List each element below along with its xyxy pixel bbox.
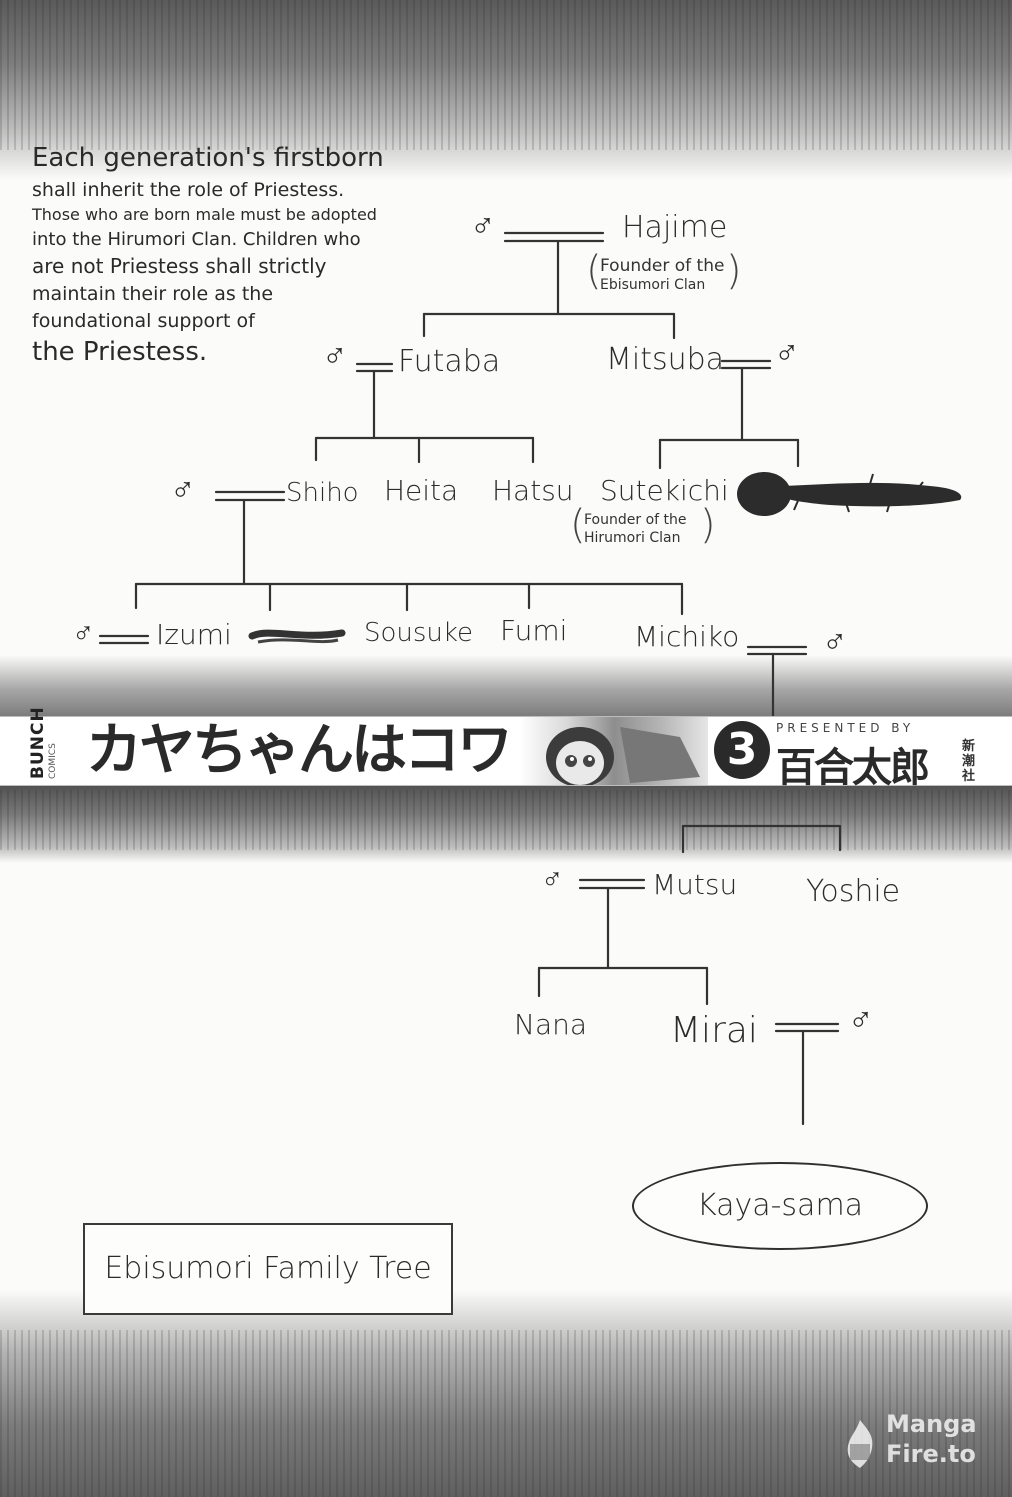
watermark-line-2: Fire.to bbox=[886, 1440, 976, 1468]
top-streaks bbox=[0, 0, 1012, 150]
name-kaya-sama: Kaya-sama bbox=[696, 1188, 864, 1223]
bunch-label: BUNCH bbox=[28, 706, 48, 779]
paren-close-sutekichi: ) bbox=[700, 502, 716, 548]
mid-streaks bbox=[0, 790, 1012, 850]
comics-label: COMICS bbox=[48, 743, 58, 779]
name-michiko: Michiko bbox=[634, 620, 740, 653]
name-heita: Heita bbox=[384, 474, 459, 507]
name-sousuke: Sousuke bbox=[364, 618, 474, 648]
name-mirai: Mirai bbox=[670, 1010, 758, 1051]
note-line-4: into the Hirumori Clan. Children who bbox=[32, 228, 361, 250]
note-hajime: Founder of the Ebisumori Clan bbox=[600, 256, 724, 295]
name-futaba: Futaba bbox=[398, 344, 501, 379]
watermark-line-1: Manga bbox=[886, 1410, 977, 1438]
name-mitsuba: Mitsuba bbox=[606, 342, 725, 377]
male-symbol-izumi-spouse: ♂ bbox=[72, 616, 95, 651]
blacked-out-figure bbox=[737, 472, 962, 516]
volume-number: 3 bbox=[714, 721, 770, 779]
note-line-2: shall inherit the role of Priestess. bbox=[32, 178, 345, 201]
kaya-sama-oval: Kaya-sama bbox=[632, 1162, 928, 1250]
redacted-name-scribble bbox=[248, 629, 346, 644]
name-hajime: Hajime bbox=[622, 210, 728, 245]
bottom-streaks bbox=[0, 1330, 1012, 1497]
name-nana: Nana bbox=[514, 1008, 588, 1041]
note-line-6: maintain their role as the bbox=[32, 282, 274, 305]
name-shiho: Shiho bbox=[286, 478, 359, 508]
note-hajime-line-2: Ebisumori Clan bbox=[600, 277, 706, 294]
note-line-1: Each generation's firstborn bbox=[32, 143, 384, 173]
author-name: 百合太郎 bbox=[776, 745, 930, 791]
publisher-name: 新潮社 bbox=[962, 739, 976, 784]
note-sutekichi: Founder of the Hirumori Clan bbox=[584, 512, 687, 547]
rules-note: Each generation's firstborn shall inheri… bbox=[32, 140, 422, 371]
name-fumi: Fumi bbox=[500, 614, 568, 647]
note-hajime-line-1: Founder of the bbox=[600, 256, 725, 276]
note-line-5: are not Priestess shall strictly bbox=[32, 254, 327, 279]
cover-character-icon bbox=[546, 727, 700, 785]
book-spine-banner: BUNCH COMICS カヤちゃんはコワくない 3 PRESENTED BY … bbox=[0, 706, 1012, 791]
male-symbol-mitsuba-spouse: ♂ bbox=[774, 333, 800, 373]
note-line-8: the Priestess. bbox=[32, 337, 208, 368]
male-symbol-mirai-spouse: ♂ bbox=[848, 1000, 874, 1040]
top-texture bbox=[0, 0, 1012, 180]
mangafire-logo-icon bbox=[847, 1420, 873, 1468]
name-yoshie: Yoshie bbox=[806, 874, 901, 909]
note-sutekichi-line-2: Hirumori Clan bbox=[584, 529, 681, 546]
paren-open-hajime: ( bbox=[586, 248, 602, 294]
paren-close-hajime: ) bbox=[726, 248, 742, 294]
name-sutekichi: Sutekichi bbox=[600, 474, 729, 507]
male-symbol-futaba-spouse: ♂ bbox=[322, 336, 348, 376]
bottom-texture bbox=[0, 1290, 1012, 1497]
male-symbol-hajime-spouse: ♂ bbox=[470, 206, 496, 246]
note-line-7: foundational support of bbox=[32, 309, 255, 332]
male-symbol-mutsu-spouse: ♂ bbox=[541, 862, 564, 897]
name-mutsu: Mutsu bbox=[652, 868, 738, 901]
name-hatsu: Hatsu bbox=[492, 474, 574, 507]
note-sutekichi-line-1: Founder of the bbox=[584, 512, 687, 528]
male-symbol-shiho-spouse: ♂ bbox=[170, 470, 196, 510]
presented-by: PRESENTED BY bbox=[776, 721, 915, 735]
family-tree-caption-box: Ebisumori Family Tree bbox=[83, 1223, 453, 1315]
paren-open-sutekichi: ( bbox=[570, 502, 586, 548]
male-symbol-michiko-spouse: ♂ bbox=[822, 622, 848, 662]
watermark: Manga Fire.to bbox=[842, 1410, 992, 1484]
note-line-3: Those who are born male must be adopted bbox=[32, 204, 377, 224]
family-tree-caption: Ebisumori Family Tree bbox=[104, 1251, 432, 1286]
bunch-comics-logo: BUNCH COMICS bbox=[26, 706, 64, 781]
mid-texture-lower bbox=[0, 783, 1012, 863]
mid-texture-upper bbox=[0, 655, 1012, 717]
cover-illustration bbox=[520, 717, 708, 785]
name-izumi: Izumi bbox=[156, 618, 232, 651]
